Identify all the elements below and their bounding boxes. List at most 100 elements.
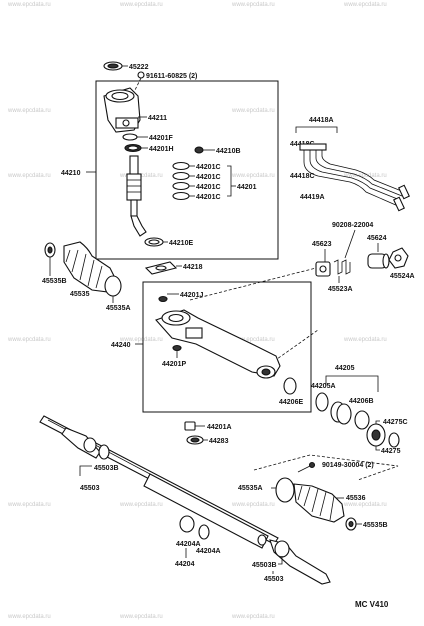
part-44201A[interactable] [184, 421, 196, 431]
part-45222-inner [107, 63, 119, 69]
label-44210: 44210 [61, 170, 81, 177]
label-45524A: 45524A [390, 273, 415, 280]
label-45535A-top: 45535A [106, 305, 131, 312]
watermark-text: www.epcdata.ru [8, 108, 51, 114]
bolt-91611[interactable] [137, 71, 145, 79]
spring-90208[interactable] [333, 259, 351, 275]
label-45535A-bottom: 45535A [238, 485, 263, 492]
ring-44204A-2[interactable] [198, 524, 210, 540]
part-45624[interactable] [367, 253, 390, 269]
watermark-text: www.epcdata.ru [8, 2, 51, 8]
part-44275[interactable] [366, 423, 386, 447]
watermark-text: www.epcdata.ru [120, 2, 163, 8]
watermark-text: www.epcdata.ru [232, 502, 275, 508]
snap-ring-44275C[interactable] [388, 432, 400, 448]
part-44211[interactable] [103, 87, 141, 133]
seal-44201C-4[interactable] [172, 191, 190, 201]
nut-45503B-left[interactable] [83, 437, 97, 453]
boot-45535-top[interactable] [63, 241, 119, 293]
watermark-text: www.epcdata.ru [120, 614, 163, 620]
label-44204: 44204 [175, 561, 195, 568]
clamp-45535A-bottom[interactable] [275, 477, 295, 503]
part-44201J[interactable] [158, 295, 168, 303]
label-44211: 44211 [148, 115, 167, 122]
label-44218: 44218 [183, 264, 203, 271]
part-44210B[interactable] [194, 146, 204, 154]
clamp-45535A-top[interactable] [104, 275, 122, 297]
label-44205: 44205 [335, 365, 355, 372]
label-44201C-2: 44201C [196, 174, 221, 181]
label-44418C-2: 44418C [290, 173, 315, 180]
label-44201H: 44201H [149, 146, 174, 153]
part-45623[interactable] [315, 261, 331, 277]
ring-44204A-1[interactable] [179, 515, 195, 533]
seal-44201C-3[interactable] [172, 181, 190, 191]
watermark-text: www.epcdata.ru [8, 502, 51, 508]
part-44201P[interactable] [172, 344, 182, 352]
label-45222: 45222 [129, 64, 149, 71]
watermark-text: www.epcdata.ru [8, 337, 51, 343]
part-44201-shaft[interactable] [126, 155, 147, 237]
label-44201J: 44201J [180, 292, 203, 299]
valve-assembly-frame [95, 80, 279, 260]
label-44283: 44283 [209, 438, 229, 445]
part-44283[interactable] [186, 435, 204, 445]
tie-rod-45503-bottom[interactable] [269, 539, 331, 585]
part-44201F[interactable] [122, 133, 138, 141]
watermark-text: www.epcdata.ru [8, 614, 51, 620]
gasket-44218[interactable] [144, 261, 178, 275]
label-44206E: 44206E [279, 399, 303, 406]
label-45623: 45623 [312, 241, 332, 248]
label-44240: 44240 [111, 342, 131, 349]
label-44201C-3: 44201C [196, 184, 221, 191]
label-44418A: 44418A [309, 117, 334, 124]
label-44210E: 44210E [169, 240, 193, 247]
label-44201C-4: 44201C [196, 194, 221, 201]
watermark-text: www.epcdata.ru [232, 173, 275, 179]
watermark-text: www.epcdata.ru [120, 337, 163, 343]
diagram-code: MC V410 [355, 600, 389, 609]
watermark-text: www.epcdata.ru [232, 337, 275, 343]
part-44418A-tubes[interactable] [299, 143, 410, 212]
part-44205[interactable] [330, 401, 352, 425]
label-90208: 90208-22004 [332, 222, 373, 229]
label-45535: 45535 [70, 291, 90, 298]
clamp-45535B-bottom[interactable] [345, 517, 357, 531]
label-44201: 44201 [237, 184, 257, 191]
seal-44201C-1[interactable] [172, 161, 190, 171]
label-44210B: 44210B [216, 148, 241, 155]
seal-44201C-2[interactable] [172, 171, 190, 181]
label-45535B-bottom: 45535B [363, 522, 388, 529]
watermark-text: www.epcdata.ru [120, 502, 163, 508]
label-44201A: 44201A [207, 424, 232, 431]
watermark-text: www.epcdata.ru [344, 173, 387, 179]
label-44201P: 44201P [162, 361, 186, 368]
clamp-left-ring[interactable] [98, 444, 110, 460]
label-45503B-bottom: 45503B [252, 562, 277, 569]
nut-45503B-bottom[interactable] [257, 534, 267, 546]
label-44206B: 44206B [349, 398, 374, 405]
label-45536: 45536 [346, 495, 366, 502]
seal-44206E[interactable] [283, 377, 297, 395]
nut-45524A[interactable] [388, 247, 409, 269]
screws-90149[interactable] [297, 461, 316, 473]
label-90149: 90149-30004 (2) [322, 462, 374, 469]
boot-45536[interactable] [293, 483, 345, 523]
label-45535B-top: 45535B [42, 278, 67, 285]
label-44275C: 44275C [383, 419, 408, 426]
clamp-45535B-top[interactable] [44, 242, 56, 258]
watermark-text: www.epcdata.ru [344, 337, 387, 343]
watermark-text: www.epcdata.ru [344, 2, 387, 8]
label-44419A: 44419A [300, 194, 325, 201]
label-44204A-2: 44204A [196, 548, 221, 555]
watermark-text: www.epcdata.ru [232, 614, 275, 620]
part-44206B[interactable] [354, 410, 370, 430]
watermark-text: www.epcdata.ru [344, 502, 387, 508]
housing-44240[interactable] [155, 309, 281, 379]
label-91611: 91611-60825 (2) [146, 73, 197, 80]
label-44201F: 44201F [149, 135, 173, 142]
gear-housing-frame [142, 281, 312, 413]
watermark-text: www.epcdata.ru [8, 173, 51, 179]
part-44205A[interactable] [315, 392, 329, 412]
